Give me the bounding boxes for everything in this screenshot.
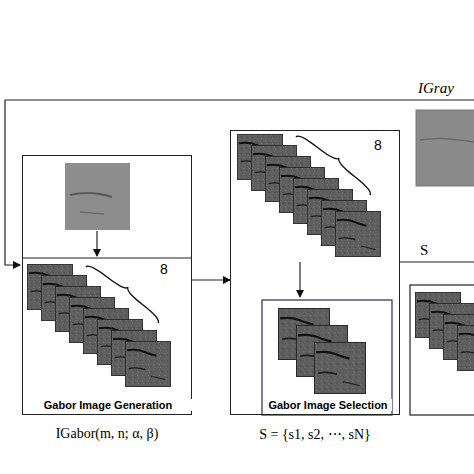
- process-box: Gabor Image GenerationIGabor(m, n; α, β): [22, 155, 192, 415]
- bracket: [86, 266, 158, 323]
- count-number: 8: [374, 138, 382, 153]
- bracket: [296, 136, 370, 195]
- formula-caption: S = {s1, s2, ⋯, sN}: [231, 426, 399, 443]
- count-number: 8: [160, 262, 168, 277]
- arrow-connector: [192, 279, 230, 280]
- box-title: Gabor Image Selection: [264, 399, 392, 411]
- signal-name: IGray: [418, 80, 454, 97]
- formula-caption: IGabor(m, n; α, β): [23, 426, 191, 442]
- process-box: Gabor Image SelectionS = {s1, s2, ⋯, sN}: [230, 130, 400, 415]
- signal-name: S: [420, 242, 428, 259]
- box-title: Gabor Image Generation: [23, 399, 193, 411]
